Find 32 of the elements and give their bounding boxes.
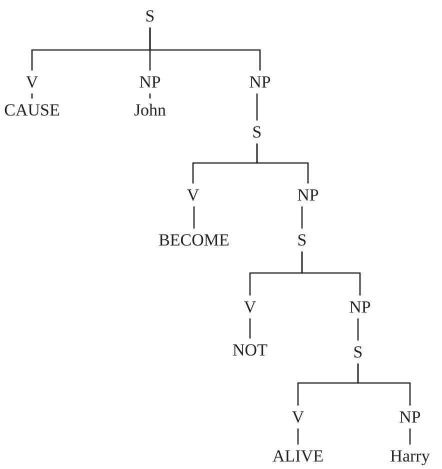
tree-node-label: V — [244, 298, 256, 316]
tree-branch-line — [297, 428, 299, 444]
tree-branch-line — [149, 28, 261, 70]
tree-node-label: ALIVE — [272, 446, 324, 466]
tree-branch-line — [149, 94, 151, 98]
tree-node-label: Harry — [390, 446, 430, 466]
tree-branch-line — [357, 318, 359, 340]
tree-node-label: NP — [349, 298, 371, 316]
tree-branch-line — [249, 318, 251, 338]
tree-branch-line — [301, 206, 303, 228]
tree-node-label: S — [353, 342, 363, 362]
tree-node-label: NP — [249, 72, 271, 92]
tree-node-label: V — [186, 186, 200, 204]
tree-node-label: BECOME — [158, 230, 230, 250]
tree-branch-line — [31, 94, 33, 98]
tree-branch-line — [256, 144, 309, 184]
tree-branch-line — [256, 94, 258, 120]
tree-node-label: NP — [139, 72, 161, 92]
tree-branch-line — [409, 428, 411, 444]
tree-node-label: NP — [399, 408, 421, 426]
tree-node-label: S — [297, 230, 307, 250]
tree-branch-line — [357, 364, 411, 406]
tree-branch-line — [301, 252, 361, 296]
tree-branch-line — [193, 206, 195, 228]
tree-node-label: V — [26, 72, 38, 92]
tree-node-label: NP — [297, 186, 319, 204]
tree-node-label: NOT — [232, 340, 268, 360]
tree-node-label: CAUSE — [4, 100, 60, 120]
tree-node-label: V — [292, 408, 304, 426]
tree-node-label: John — [134, 100, 166, 120]
tree-node-label: S — [252, 122, 262, 142]
tree-node-label: S — [145, 6, 155, 26]
